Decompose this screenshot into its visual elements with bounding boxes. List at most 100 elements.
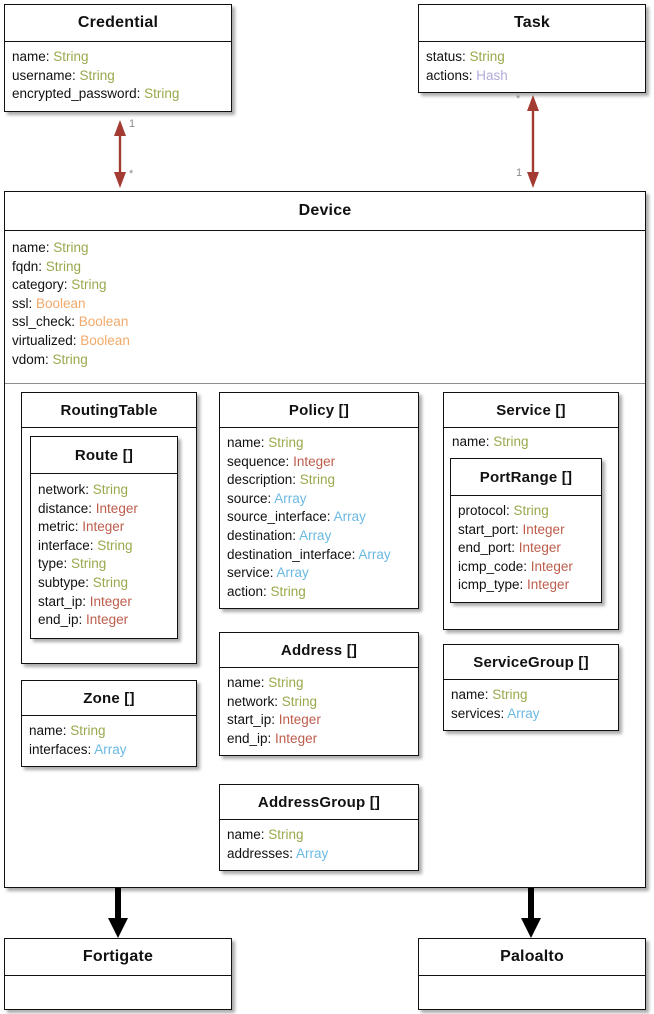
attribute-field: name: [29, 723, 71, 738]
attribute-type: Integer [86, 612, 129, 628]
class-attribute: service: Array [227, 564, 411, 583]
attribute-field: services: [451, 705, 508, 721]
connector-device-paloalto [518, 888, 548, 938]
attribute-type: String [299, 472, 336, 488]
attribute-field: interfaces: [29, 741, 95, 757]
attribute-type: Integer [275, 730, 318, 746]
class-title-servicegroup: ServiceGroup [] [473, 653, 589, 671]
attribute-type: Integer [530, 558, 573, 574]
class-title-policy: Policy [] [288, 401, 350, 419]
connector-device-fortigate [105, 888, 135, 938]
attribute-field: distance: [38, 500, 96, 516]
class-title-zone: Zone [] [83, 689, 135, 707]
attribute-type: String [97, 537, 133, 553]
attribute-field: service: [227, 565, 277, 581]
class-attribute: distance: Integer [38, 500, 170, 519]
attribute-type: Integer [89, 593, 132, 609]
attribute-type: Boolean [78, 314, 129, 330]
class-attribute: category: String [12, 276, 638, 295]
attribute-field: actions: [426, 67, 477, 83]
attribute-field: description: [227, 472, 300, 488]
attribute-type: Array [94, 741, 127, 757]
attribute-type: Integer [293, 453, 336, 469]
class-attribute: description: String [227, 471, 411, 490]
class-attribute: fqdn: String [12, 258, 638, 277]
attribute-type: Integer [278, 712, 321, 728]
attribute-field: encrypted_password: [12, 86, 145, 102]
attribute-field: name: [451, 687, 493, 702]
class-box-service[interactable]: Service [] name: String PortRange [] pro… [443, 392, 619, 630]
attribute-field: sequence: [227, 453, 294, 469]
class-attribute: destination_interface: Array [227, 546, 411, 565]
attribute-type: String [45, 258, 82, 274]
attribute-type: Array [299, 527, 332, 543]
class-attribute: name: String [452, 433, 611, 452]
class-attribute: source: Array [227, 490, 411, 509]
class-attribute: vdom: String [12, 351, 638, 370]
attribute-type: String [71, 556, 107, 572]
attribute-type: Boolean [80, 332, 130, 348]
class-title-portrange: PortRange [] [479, 468, 573, 486]
attribute-type: String [79, 67, 115, 83]
class-attribute: addresses: Array [227, 845, 411, 864]
class-attribute: subtype: String [38, 574, 170, 593]
attribute-type: String [71, 277, 107, 293]
class-attribute: interface: String [38, 537, 170, 556]
attribute-field: destination: [227, 527, 300, 543]
attribute-field: network: [38, 482, 93, 497]
attribute-field: name: [227, 435, 269, 450]
class-attribute: ssl_check: Boolean [12, 313, 638, 332]
attribute-field: type: [38, 556, 72, 572]
attribute-field: subtype: [38, 574, 93, 590]
class-attribute: name: String [451, 686, 611, 705]
attribute-type: String [52, 351, 88, 367]
attribute-field: source_interface: [227, 509, 334, 525]
attribute-field: status: [426, 49, 470, 64]
class-title-device: Device [298, 202, 352, 219]
multiplicity-device-side-task: 1 [516, 167, 523, 179]
class-title-credential: Credential [77, 14, 159, 31]
class-attribute: services: Array [451, 705, 611, 724]
class-attribute: destination: Array [227, 527, 411, 546]
class-attribute: end_port: Integer [458, 539, 594, 558]
class-attributes-service: name: String PortRange [] protocol: Stri… [444, 427, 618, 629]
class-box-fortigate[interactable]: Fortigate [4, 938, 232, 1010]
attribute-type: Array [296, 845, 329, 861]
class-attribute: end_ip: Integer [227, 730, 411, 749]
attribute-field: fqdn: [12, 258, 46, 274]
class-attribute: username: String [12, 67, 224, 86]
attribute-field: name: [452, 434, 494, 449]
attribute-field: start_ip: [38, 593, 90, 609]
class-attribute: start_ip: Integer [38, 593, 170, 612]
class-attribute: name: String [227, 674, 411, 693]
class-attribute: sequence: Integer [227, 453, 411, 472]
class-attribute: interfaces: Array [29, 741, 189, 760]
class-title-task: Task [513, 14, 551, 31]
attribute-field: end_port: [458, 540, 519, 556]
class-attribute: ssl: Boolean [12, 295, 638, 314]
class-attribute: end_ip: Integer [38, 611, 170, 630]
attribute-field: end_ip: [38, 612, 87, 628]
attribute-field: name: [227, 675, 269, 690]
class-attribute: name: String [12, 48, 224, 67]
class-box-paloalto[interactable]: Paloalto [418, 938, 646, 1010]
attribute-field: icmp_code: [458, 558, 531, 574]
multiplicity-device-side-credential: * [129, 168, 134, 180]
